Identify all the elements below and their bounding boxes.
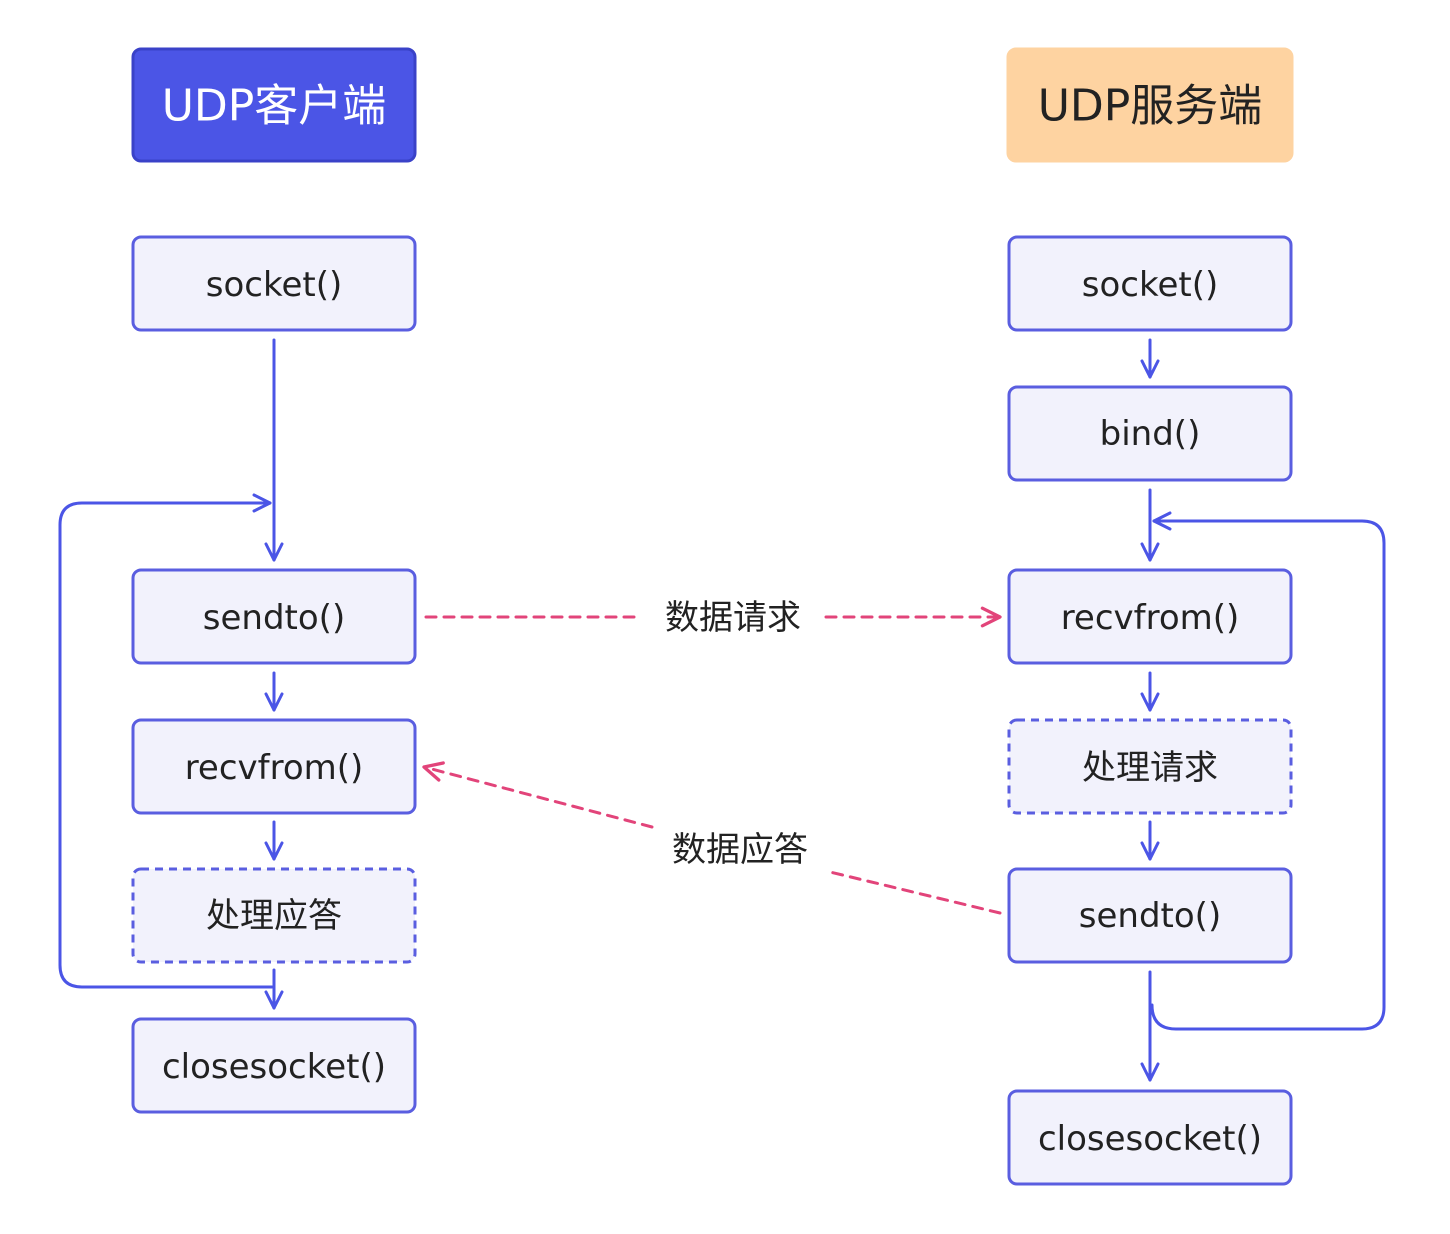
server-sendto-label: sendto() (1079, 896, 1221, 936)
server-title: UDP服务端 (1038, 81, 1263, 132)
response-line-left (422, 761, 654, 829)
client-header: UDP客户端 (131, 47, 417, 163)
client-handle-label: 处理应答 (206, 896, 342, 936)
client-handle-node: 处理应答 (131, 867, 417, 964)
server-close-node: closesocket() (1007, 1089, 1293, 1186)
client-loop-arrow (58, 493, 274, 989)
server-recvfrom-label: recvfrom() (1061, 598, 1240, 638)
response-label: 数据应答 (672, 830, 808, 870)
server-header: UDP服务端 (1006, 47, 1294, 163)
client-sendto-node: sendto() (131, 568, 417, 665)
server-handle-node: 处理请求 (1007, 718, 1293, 815)
response-line-right (828, 870, 1002, 915)
server-loop-arrow (1150, 511, 1386, 1031)
client-close-node: closesocket() (131, 1017, 417, 1114)
client-close-label: closesocket() (162, 1047, 386, 1087)
server-bind-label: bind() (1100, 414, 1201, 454)
server-bind-node: bind() (1007, 385, 1293, 482)
client-recvfrom-label: recvfrom() (185, 748, 364, 788)
client-socket-node: socket() (131, 235, 417, 332)
server-close-label: closesocket() (1038, 1119, 1262, 1159)
client-recvfrom-node: recvfrom() (131, 718, 417, 815)
server-recvfrom-node: recvfrom() (1007, 568, 1293, 665)
request-label: 数据请求 (665, 598, 801, 638)
server-socket-node: socket() (1007, 235, 1293, 332)
server-socket-label: socket() (1082, 265, 1218, 305)
server-sendto-node: sendto() (1007, 867, 1293, 964)
client-title: UDP客户端 (162, 81, 387, 132)
client-sendto-label: sendto() (203, 598, 345, 638)
client-socket-label: socket() (206, 265, 342, 305)
server-handle-label: 处理请求 (1082, 748, 1218, 788)
